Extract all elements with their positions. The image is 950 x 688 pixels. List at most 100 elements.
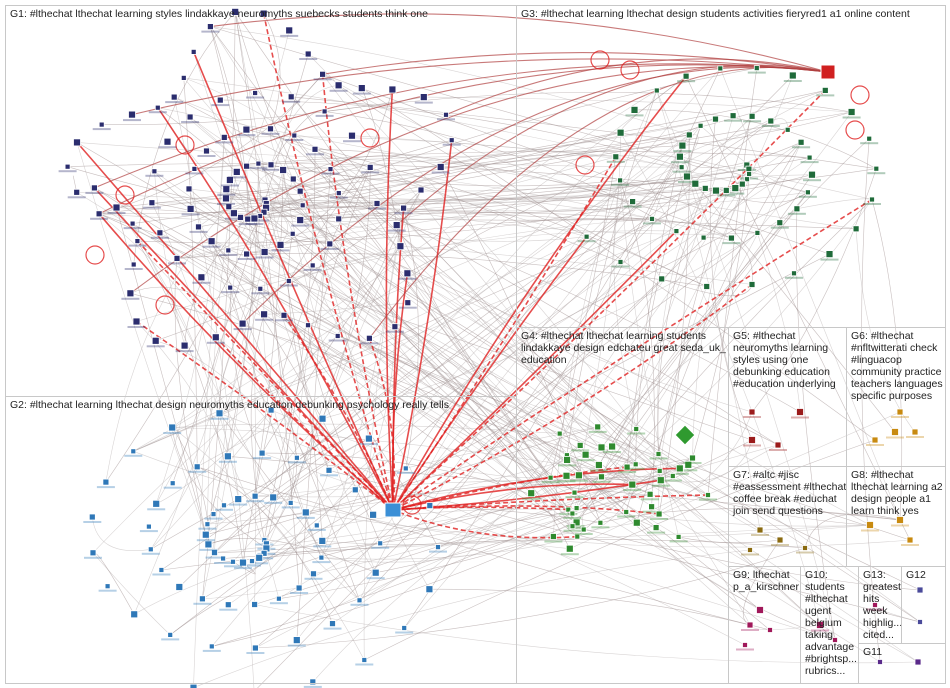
red-edge xyxy=(131,58,829,116)
node-caption-g3 xyxy=(673,150,692,153)
node-g2 xyxy=(169,480,176,487)
gray-edge xyxy=(601,174,813,448)
node-g1 xyxy=(190,49,197,55)
gray-edge xyxy=(208,426,598,545)
red-edge xyxy=(392,509,578,539)
gray-edge xyxy=(266,157,810,209)
group-label-g12: G12 xyxy=(906,569,926,581)
gray-edge xyxy=(246,165,732,239)
node-g3 xyxy=(653,87,660,94)
gray-edge xyxy=(566,90,658,456)
node-g3 xyxy=(873,165,880,172)
self-loop xyxy=(845,120,865,140)
gray-edge xyxy=(706,111,852,287)
node-g1 xyxy=(91,184,98,192)
gray-edge xyxy=(193,549,751,688)
node-caption-g2 xyxy=(396,471,415,474)
node-g1 xyxy=(130,261,137,268)
node-g2 xyxy=(249,558,255,564)
node-caption-g1 xyxy=(282,100,301,103)
node-g4 xyxy=(575,471,583,480)
node-g1 xyxy=(404,299,412,307)
node-caption-g1 xyxy=(127,326,146,328)
node-g1 xyxy=(134,238,141,245)
node-g1 xyxy=(348,131,356,140)
node-g3 xyxy=(808,170,816,179)
node-caption-g1 xyxy=(360,342,379,345)
node-g12 xyxy=(916,586,924,594)
gray-edge xyxy=(364,439,876,661)
gray-edge xyxy=(194,150,810,170)
node-caption-g2 xyxy=(219,608,238,611)
gray-edge xyxy=(403,174,813,213)
node-caption-g2 xyxy=(214,562,233,564)
gray-edge xyxy=(307,325,374,515)
node-g2 xyxy=(234,495,243,504)
node-caption-g4 xyxy=(544,540,563,543)
self-loop xyxy=(575,155,595,175)
node-caption-g1 xyxy=(255,256,274,259)
gray-edge xyxy=(661,278,753,297)
node-caption-g2 xyxy=(269,602,288,605)
node-g2 xyxy=(295,584,303,592)
node-g1 xyxy=(443,111,449,118)
node-g2 xyxy=(221,502,227,509)
panel-g13: G13: greatest hits week highlig... cited… xyxy=(858,566,902,644)
gray-edge xyxy=(407,273,751,626)
node-g1 xyxy=(436,163,445,171)
node-g3 xyxy=(617,177,623,184)
node-g7 xyxy=(756,526,764,534)
gray-edge xyxy=(264,251,396,327)
node-caption-g2 xyxy=(84,556,102,559)
node-g2 xyxy=(104,583,111,590)
node-g1 xyxy=(95,210,103,218)
gray-edge xyxy=(240,173,750,218)
gray-edge xyxy=(282,169,871,526)
node-g4 xyxy=(572,518,581,527)
node-g1 xyxy=(129,220,136,227)
gray-edge xyxy=(314,149,586,455)
node-g2 xyxy=(287,499,294,506)
gray-edge xyxy=(150,189,422,550)
node-caption-g1 xyxy=(306,153,324,156)
node-g2 xyxy=(88,513,96,521)
panel-g2: G2: #lthechat learning lthechat design n… xyxy=(5,396,517,684)
gray-edge xyxy=(246,166,257,605)
gray-edge xyxy=(305,512,911,548)
node-g1 xyxy=(163,137,172,146)
node-g1 xyxy=(289,230,296,237)
gray-edge xyxy=(214,466,628,553)
node-g3 xyxy=(649,215,655,222)
gray-edge xyxy=(363,208,404,661)
node-g13 xyxy=(872,602,878,608)
hub-node-g3 xyxy=(820,64,836,80)
node-caption-g1 xyxy=(387,229,406,232)
gray-edge xyxy=(255,278,662,649)
node-caption-g3 xyxy=(643,222,661,225)
gray-edge xyxy=(440,166,601,523)
node-caption-g6 xyxy=(891,416,909,418)
node-caption-g3 xyxy=(625,114,644,117)
node-g3 xyxy=(825,250,834,259)
gray-edge xyxy=(99,74,323,215)
node-g7 xyxy=(747,547,753,553)
red-edge xyxy=(392,483,633,511)
gray-edge xyxy=(329,243,689,466)
gray-edge xyxy=(220,99,682,168)
node-caption-g4 xyxy=(623,489,642,492)
gray-edge xyxy=(572,142,802,527)
node-g2 xyxy=(167,632,174,638)
gray-edge xyxy=(576,507,871,527)
node-caption-g2 xyxy=(196,539,215,542)
node-caption-g1 xyxy=(233,328,252,331)
red-edge xyxy=(76,141,394,511)
node-caption-g2 xyxy=(246,500,265,503)
node-g2 xyxy=(147,546,154,553)
node-caption-g3 xyxy=(863,203,881,205)
node-g2 xyxy=(435,544,441,550)
node-caption-g1 xyxy=(251,219,269,222)
node-caption-g3 xyxy=(798,195,817,198)
node-g1 xyxy=(260,248,269,256)
group-label-g3: G3: #lthechat learning lthechat design s… xyxy=(521,8,910,20)
node-g4 xyxy=(547,474,554,481)
